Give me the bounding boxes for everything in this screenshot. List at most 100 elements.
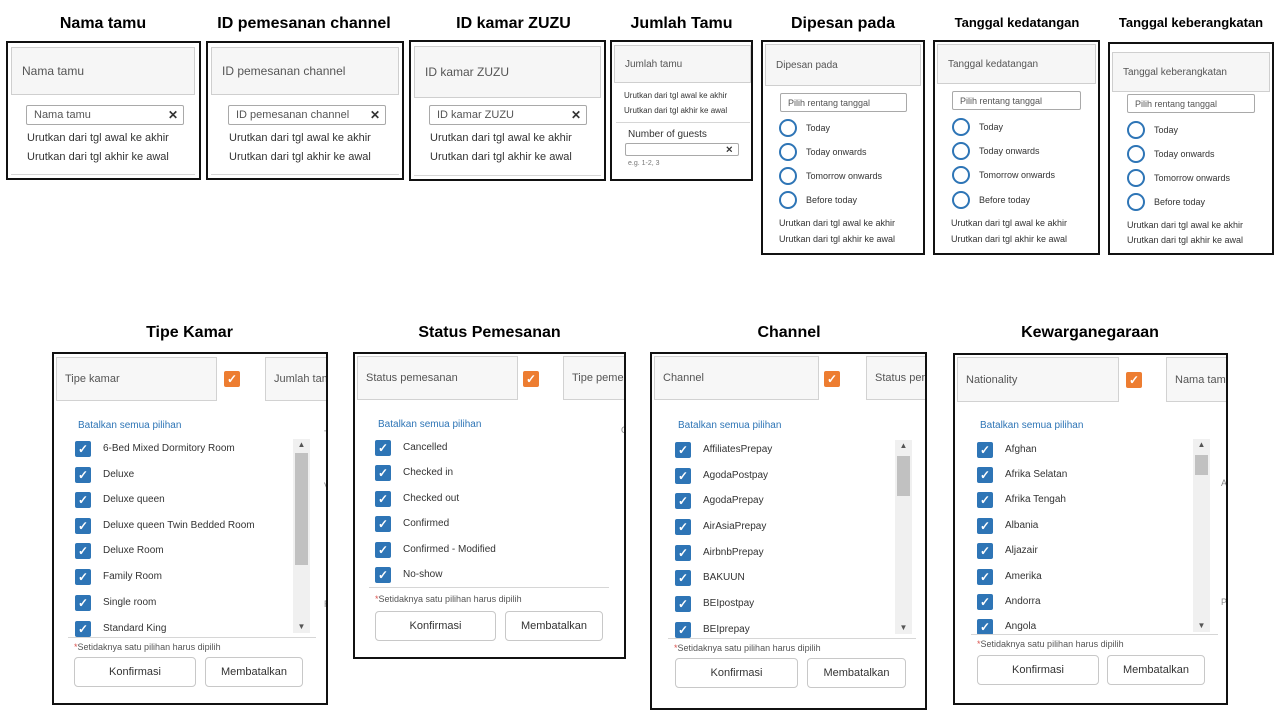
scroll-up-icon[interactable]: ▲ — [297, 440, 306, 449]
column-header[interactable]: ID pemesanan channel — [211, 47, 399, 95]
confirm-button[interactable]: Konfirmasi — [675, 658, 798, 688]
option-row[interactable]: ✓Albania — [977, 518, 1187, 536]
scroll-down-icon[interactable]: ▼ — [899, 623, 908, 632]
checkbox[interactable]: ✓ — [675, 570, 691, 586]
filter-active-checkbox[interactable]: ✓ — [224, 371, 240, 387]
scrollbar-thumb[interactable] — [897, 456, 910, 496]
checkbox[interactable]: ✓ — [675, 545, 691, 561]
option-row[interactable]: ✓Deluxe — [75, 467, 285, 485]
option-row[interactable]: ✓Cancelled — [375, 440, 595, 458]
scroll-down-icon[interactable]: ▼ — [1197, 621, 1206, 630]
column-header[interactable]: Jumlah tamu — [614, 45, 751, 83]
column-header[interactable]: Status pemesanan — [357, 356, 518, 400]
checkbox[interactable]: ✓ — [375, 440, 391, 456]
option-row[interactable]: ✓Andorra — [977, 594, 1187, 612]
scroll-down-icon[interactable]: ▼ — [297, 622, 306, 631]
cancel-button[interactable]: Membatalkan — [1107, 655, 1205, 685]
checkbox[interactable]: ✓ — [75, 569, 91, 585]
column-header[interactable]: Tanggal keberangkatan — [1112, 52, 1270, 92]
next-column-header[interactable]: Tipe pemesanan — [563, 356, 624, 400]
cancel-button[interactable]: Membatalkan — [505, 611, 603, 641]
option-row[interactable]: ✓Confirmed — [375, 516, 595, 534]
radio-tomorrow-onwards[interactable] — [1127, 169, 1145, 187]
checkbox[interactable]: ✓ — [675, 519, 691, 535]
checkbox[interactable]: ✓ — [977, 594, 993, 610]
clear-icon[interactable]: ✕ — [167, 108, 178, 122]
checkbox[interactable]: ✓ — [75, 518, 91, 534]
sort-descending-option[interactable]: Urutkan dari tgl akhir ke awal — [1127, 235, 1244, 245]
checkbox[interactable]: ✓ — [977, 543, 993, 559]
clear-all-link[interactable]: Batalkan semua pilihan — [980, 420, 1084, 431]
option-row[interactable]: ✓BEIpostpay — [675, 596, 885, 614]
option-row[interactable]: ✓Amerika — [977, 569, 1187, 587]
clear-all-link[interactable]: Batalkan semua pilihan — [378, 419, 482, 430]
option-row[interactable]: ✓AirAsiaPrepay — [675, 519, 885, 537]
date-range-input[interactable]: Pilih rentang tanggal — [952, 91, 1081, 110]
clear-all-link[interactable]: Batalkan semua pilihan — [678, 420, 782, 431]
filter-active-checkbox[interactable]: ✓ — [523, 371, 539, 387]
option-row[interactable]: ✓AirbnbPrepay — [675, 545, 885, 563]
number-of-guests-input[interactable]: ✕ — [625, 143, 739, 156]
next-column-header[interactable]: Jumlah tamu — [265, 357, 326, 401]
option-row[interactable]: ✓Confirmed - Modified — [375, 542, 595, 560]
column-header[interactable]: Tipe kamar — [56, 357, 217, 401]
next-column-header[interactable]: Nama tamu — [1166, 357, 1226, 402]
sort-ascending-option[interactable]: Urutkan dari tgl awal ke akhir — [951, 218, 1068, 228]
checkbox[interactable]: ✓ — [375, 465, 391, 481]
checkbox[interactable]: ✓ — [675, 493, 691, 509]
checkbox[interactable]: ✓ — [75, 467, 91, 483]
option-row[interactable]: ✓Checked out — [375, 491, 595, 509]
clear-icon[interactable]: ✕ — [369, 108, 380, 122]
scrollbar-thumb[interactable] — [295, 453, 308, 565]
option-row[interactable]: ✓Afrika Selatan — [977, 467, 1187, 485]
radio-tomorrow-onwards[interactable] — [779, 167, 797, 185]
checkbox[interactable]: ✓ — [675, 442, 691, 458]
cancel-button[interactable]: Membatalkan — [205, 657, 303, 687]
radio-tomorrow-onwards[interactable] — [952, 166, 970, 184]
option-row[interactable]: ✓Aljazair — [977, 543, 1187, 561]
sort-descending-option[interactable]: Urutkan dari tgl akhir ke awal — [229, 151, 371, 163]
column-header[interactable]: Tanggal kedatangan — [937, 44, 1096, 84]
option-row[interactable]: ✓Angola — [977, 619, 1187, 637]
options-scrollbar[interactable]: ▲ ▼ — [293, 439, 310, 633]
option-row[interactable]: ✓Afghan — [977, 442, 1187, 460]
column-header[interactable]: Nationality — [957, 357, 1119, 402]
option-row[interactable]: ✓AgodaPrepay — [675, 493, 885, 511]
sort-descending-option[interactable]: Urutkan dari tgl akhir ke awal — [779, 234, 896, 244]
confirm-button[interactable]: Konfirmasi — [74, 657, 196, 687]
option-row[interactable]: ✓AffiliatesPrepay — [675, 442, 885, 460]
option-row[interactable]: ✓Checked in — [375, 465, 595, 483]
option-row[interactable]: ✓Family Room — [75, 569, 285, 587]
filter-active-checkbox[interactable]: ✓ — [824, 371, 840, 387]
checkbox[interactable]: ✓ — [675, 468, 691, 484]
option-row[interactable]: ✓Afrika Tengah — [977, 492, 1187, 510]
radio-before-today[interactable] — [779, 191, 797, 209]
column-header[interactable]: ID kamar ZUZU — [414, 46, 601, 98]
checkbox[interactable]: ✓ — [675, 596, 691, 612]
confirm-button[interactable]: Konfirmasi — [977, 655, 1099, 685]
checkbox[interactable]: ✓ — [675, 622, 691, 638]
id-kamar-search-input[interactable]: ID kamar ZUZU ✕ — [429, 105, 587, 125]
option-row[interactable]: ✓Deluxe queen — [75, 492, 285, 510]
radio-today[interactable] — [952, 118, 970, 136]
option-row[interactable]: ✓Deluxe Room — [75, 543, 285, 561]
checkbox[interactable]: ✓ — [977, 467, 993, 483]
options-scrollbar[interactable]: ▲ ▼ — [895, 440, 912, 634]
checkbox[interactable]: ✓ — [977, 518, 993, 534]
sort-ascending-option[interactable]: Urutkan dari tgl awal ke akhir — [1127, 220, 1244, 230]
options-scrollbar[interactable]: ▲ ▼ — [1193, 439, 1210, 632]
clear-all-link[interactable]: Batalkan semua pilihan — [78, 420, 182, 431]
next-column-header[interactable]: Status pemesanan — [866, 356, 925, 400]
sort-ascending-option[interactable]: Urutkan dari tgl awal ke akhir — [229, 132, 371, 144]
date-range-input[interactable]: Pilih rentang tanggal — [1127, 94, 1255, 113]
radio-today[interactable] — [779, 119, 797, 137]
sort-descending-option[interactable]: Urutkan dari tgl akhir ke awal — [430, 151, 572, 163]
radio-today-onwards[interactable] — [952, 142, 970, 160]
confirm-button[interactable]: Konfirmasi — [375, 611, 496, 641]
filter-active-checkbox[interactable]: ✓ — [1126, 372, 1142, 388]
radio-before-today[interactable] — [1127, 193, 1145, 211]
scroll-up-icon[interactable]: ▲ — [899, 441, 908, 450]
checkbox[interactable]: ✓ — [75, 621, 91, 637]
radio-today-onwards[interactable] — [1127, 145, 1145, 163]
checkbox[interactable]: ✓ — [75, 492, 91, 508]
